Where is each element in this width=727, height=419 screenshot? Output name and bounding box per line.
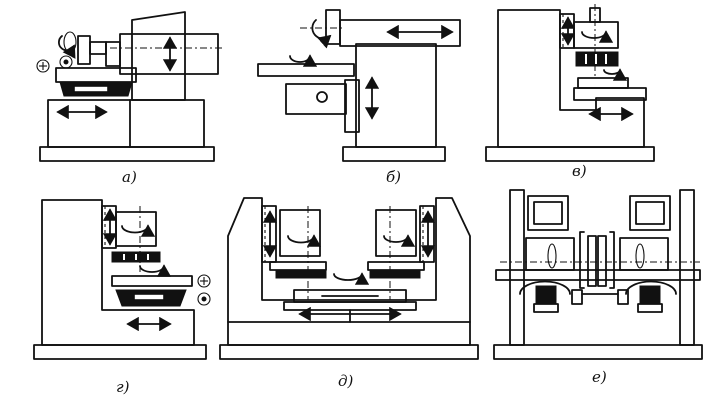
label-v: в) [572, 162, 587, 180]
machine-b-knee [285, 83, 347, 115]
machine-d-base [219, 344, 479, 360]
machine-g-column [41, 199, 195, 346]
dot-symbol-icon [59, 55, 73, 69]
machine-e-left-head [525, 237, 575, 271]
machine-d-frame [227, 197, 471, 346]
machine-g-spindle-head [115, 211, 157, 247]
label-e: е) [592, 368, 607, 386]
machine-e-right-head [619, 237, 669, 271]
label-g: г) [116, 378, 130, 396]
dot-symbol-icon-g [197, 292, 211, 306]
machine-a [36, 11, 225, 162]
machine-a-base [39, 146, 215, 162]
machine-v-base [485, 146, 655, 162]
plus-symbol-icon [36, 59, 50, 73]
machine-g [33, 199, 211, 360]
machine-d [219, 197, 479, 360]
machine-a-table [55, 67, 137, 83]
machine-a-cutter [77, 35, 91, 65]
machine-e-base [493, 344, 703, 360]
machine-e [493, 189, 703, 360]
machine-b-cutter [325, 9, 341, 45]
machine-v-table [577, 77, 629, 89]
machine-b-table [257, 63, 355, 77]
machine-b-ram [339, 19, 461, 47]
label-d: д) [338, 372, 354, 390]
machine-v-spindle-head [573, 21, 619, 49]
machine-d-left-head [279, 209, 321, 257]
plus-symbol-icon-g [197, 274, 211, 288]
machine-a-column [131, 11, 186, 101]
machine-d-right-head [375, 209, 417, 257]
machine-b-column [355, 43, 437, 148]
machine-g-base [33, 344, 207, 360]
label-b: б) [386, 168, 402, 186]
machine-b-base [342, 146, 446, 162]
label-a: а) [122, 168, 137, 186]
machine-v [485, 4, 655, 162]
machine-a-bed [47, 99, 205, 148]
machine-b [257, 9, 461, 162]
machine-g-table [111, 275, 193, 287]
